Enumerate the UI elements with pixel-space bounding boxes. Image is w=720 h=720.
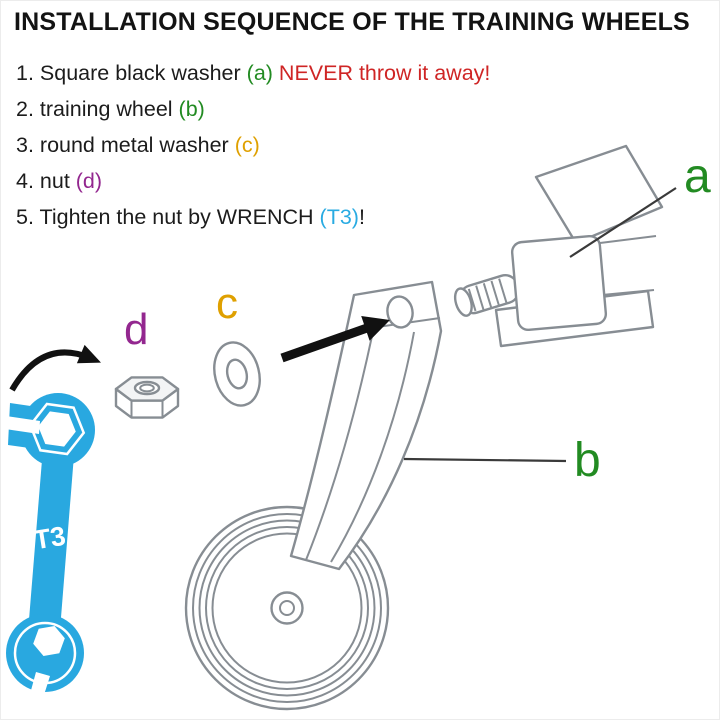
wheel-rim-ring: [205, 526, 369, 690]
label-b: b: [574, 434, 601, 487]
step-5-text: 5. Tighten the nut by WRENCH: [16, 205, 320, 229]
step-1: 1. Square black washer (a) NEVER throw i…: [16, 60, 490, 86]
wheel-axle-hole: [279, 600, 295, 616]
bracket-mount-hole: [386, 295, 414, 329]
washer-inner-hole: [225, 358, 249, 390]
wrench-hex-cutout-bottom: [33, 626, 65, 656]
step-2-text: 2. training wheel: [16, 97, 179, 121]
fork-slot-top-edge: [599, 235, 657, 244]
step-3-ref-c: (c): [234, 133, 260, 157]
insert-arrow-shaft: [280, 323, 369, 363]
nut-d: [114, 376, 180, 419]
rotation-arrow: [9, 344, 101, 392]
rotation-arrow-head: [76, 344, 101, 364]
fork-upper-arm: [534, 144, 664, 245]
fork-slot-bottom-edge: [601, 289, 655, 296]
label-a: a: [684, 150, 711, 203]
step-4-text: 4. nut: [16, 169, 76, 193]
wheel-hub: [270, 591, 304, 625]
insert-arrow: [280, 316, 390, 363]
label-c: c: [216, 279, 238, 328]
insert-arrow-head: [361, 316, 390, 341]
wheel-rim-ring: [192, 513, 382, 703]
wrench-hex-outline-top: [28, 402, 86, 456]
step-4-ref-d: (d): [75, 169, 103, 193]
step-5-ref-t3: (T3): [319, 205, 359, 229]
nut-facet-edges: [130, 400, 164, 418]
wheel-rim-ring: [198, 519, 376, 697]
bracket-arm: [289, 280, 443, 571]
instruction-list: 1. Square black washer (a) NEVER throw i…: [16, 60, 490, 240]
step-3-text: 3. round metal washer: [16, 133, 235, 157]
wrench-handle: [28, 455, 74, 632]
wrench-label: T3: [32, 521, 68, 556]
round-washer-c: [213, 341, 261, 407]
step-1-text: 1. Square black washer: [16, 61, 247, 85]
bracket-arm-inner-edge: [330, 331, 415, 563]
rotation-arrow-curve: [9, 349, 92, 392]
fork-assembly: [453, 144, 664, 348]
square-washer-a: [510, 234, 608, 332]
step-4: 4. nut (d): [16, 168, 490, 194]
step-3: 3. round metal washer (c): [16, 132, 490, 158]
label-a-leader-line: [569, 187, 677, 258]
step-2-ref-b: (b): [178, 97, 205, 121]
step-5: 5. Tighten the nut by WRENCH (T3)!: [16, 205, 365, 229]
bracket-arm-inner-edge: [305, 335, 373, 561]
step-2: 2. training wheel (b): [16, 96, 490, 122]
label-d: d: [124, 305, 148, 354]
nut-hole-outer: [133, 380, 161, 396]
label-b-leader-line: [403, 457, 567, 463]
page-title: INSTALLATION SEQUENCE OF THE TRAINING WH…: [14, 8, 690, 36]
bolt-threads: [467, 278, 508, 312]
bolt-end-cap: [453, 287, 473, 317]
threaded-bolt: [453, 274, 520, 317]
nut-hole-inner: [139, 383, 155, 393]
wrench-hex-cutout-top: [38, 411, 76, 447]
step-1-ref-a: (a): [246, 61, 273, 85]
wrench-t3: T3: [5, 393, 95, 716]
wrench-bottom-head-ring: [13, 621, 77, 685]
step-1-warning: NEVER throw it away!: [272, 61, 491, 85]
wheel-rim-ring: [211, 532, 363, 684]
